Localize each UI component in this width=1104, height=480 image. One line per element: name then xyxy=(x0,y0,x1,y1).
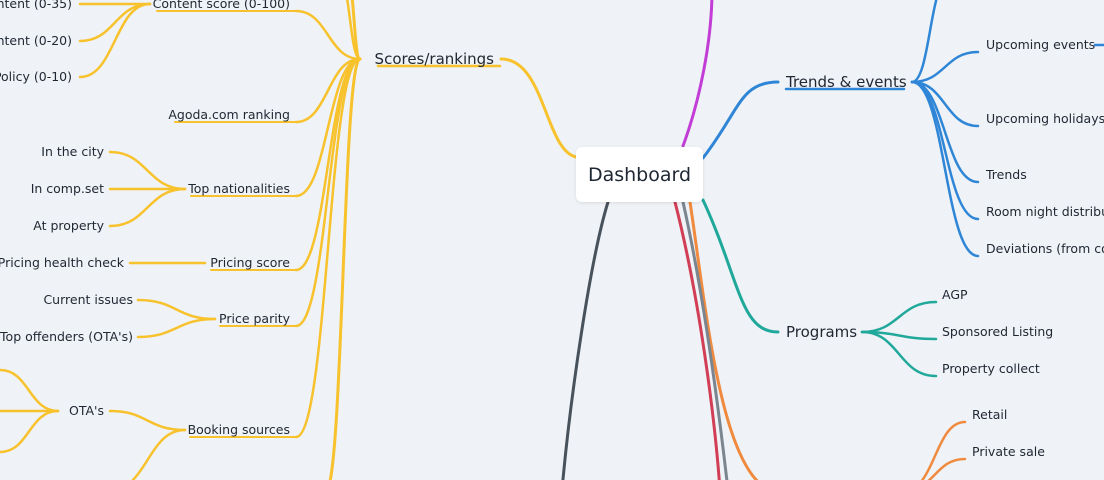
node-room-night-distribution[interactable]: Room night distribu xyxy=(986,204,1104,219)
connector-parity-child-0 xyxy=(136,298,217,321)
connector-root-scores xyxy=(499,57,578,159)
node-policy[interactable]: Policy (0-10) xyxy=(0,69,72,84)
connector-trends-deviations xyxy=(910,80,980,258)
connector-scores-offscreen xyxy=(328,57,362,480)
connector-orange-retail xyxy=(920,420,967,480)
node-scores-rankings[interactable]: Scores/rankings xyxy=(374,50,494,68)
connector-root-dark xyxy=(561,200,610,480)
node-content-0-20[interactable]: Content (0-20) xyxy=(0,33,72,48)
connector-content-child-2 xyxy=(78,2,152,79)
connector-root-purple xyxy=(681,0,714,148)
node-trends[interactable]: Trends xyxy=(986,167,1027,182)
connector-programs-agp xyxy=(860,300,938,334)
connector-scores-offscreen-top-2 xyxy=(346,0,362,61)
node-in-compset[interactable]: In comp.set xyxy=(30,181,104,196)
node-pricing-health-check[interactable]: Pricing health check xyxy=(0,255,124,270)
node-agoda-ranking[interactable]: Agoda.com ranking xyxy=(168,107,290,122)
connector-programs-property-collect xyxy=(860,330,938,378)
connector-trends-offscreen xyxy=(910,0,938,84)
node-content-score[interactable]: Content score (0-100) xyxy=(152,0,290,11)
node-current-issues[interactable]: Current issues xyxy=(43,292,133,307)
node-upcoming-holidays[interactable]: Upcoming holidays xyxy=(986,111,1104,126)
connector-scores-price-parity xyxy=(294,57,362,328)
node-private-sale[interactable]: Private sale xyxy=(972,444,1045,459)
node-content-0-35[interactable]: Content (0-35) xyxy=(0,0,72,11)
root-node-dashboard[interactable]: Dashboard xyxy=(576,147,703,202)
connector-trends-upcoming-events xyxy=(910,50,980,84)
connector-scores-agoda-ranking xyxy=(294,57,362,124)
connector-otas-child-2 xyxy=(0,409,60,454)
connector-content-child-1 xyxy=(78,2,152,43)
node-price-parity[interactable]: Price parity xyxy=(219,311,290,326)
connector-scores-booking-sources xyxy=(294,57,362,439)
node-deviations[interactable]: Deviations (from co xyxy=(986,241,1104,256)
node-booking-sources[interactable]: Booking sources xyxy=(187,422,290,437)
connector-scores-top-nationalities xyxy=(294,57,362,198)
connector-root-red xyxy=(673,200,721,480)
node-top-nationalities[interactable]: Top nationalities xyxy=(188,181,290,196)
connector-trends-upcoming-holidays xyxy=(910,80,980,128)
connector-root-trends xyxy=(701,80,780,160)
connector-root-orange xyxy=(688,200,759,480)
connector-nationality-child-0 xyxy=(108,150,187,191)
connector-parity-child-1 xyxy=(136,317,217,339)
node-otas[interactable]: OTA's xyxy=(68,403,104,418)
connector-nationality-child-2 xyxy=(108,187,187,228)
node-in-the-city[interactable]: In the city xyxy=(41,144,104,159)
connector-scores-content-score xyxy=(294,9,362,61)
node-at-property[interactable]: At property xyxy=(33,218,104,233)
node-property-collect[interactable]: Property collect xyxy=(942,361,1040,376)
connector-otas-child-0 xyxy=(0,368,60,413)
connector-root-programs xyxy=(701,198,780,334)
node-upcoming-events[interactable]: Upcoming events xyxy=(986,37,1096,52)
connector-orange-private-sale xyxy=(927,457,967,480)
connector-root-gray xyxy=(681,200,729,480)
node-agp[interactable]: AGP xyxy=(942,287,968,302)
connector-booking-otas xyxy=(108,409,187,432)
node-trends-events[interactable]: Trends & events xyxy=(786,73,907,91)
node-pricing-score[interactable]: Pricing score xyxy=(210,255,290,270)
connector-booking-other xyxy=(131,428,187,480)
node-top-offenders[interactable]: Top offenders (OTA's) xyxy=(0,329,133,344)
node-sponsored-listing[interactable]: Sponsored Listing xyxy=(942,324,1054,339)
node-programs[interactable]: Programs xyxy=(786,323,858,341)
node-retail[interactable]: Retail xyxy=(972,407,1008,422)
